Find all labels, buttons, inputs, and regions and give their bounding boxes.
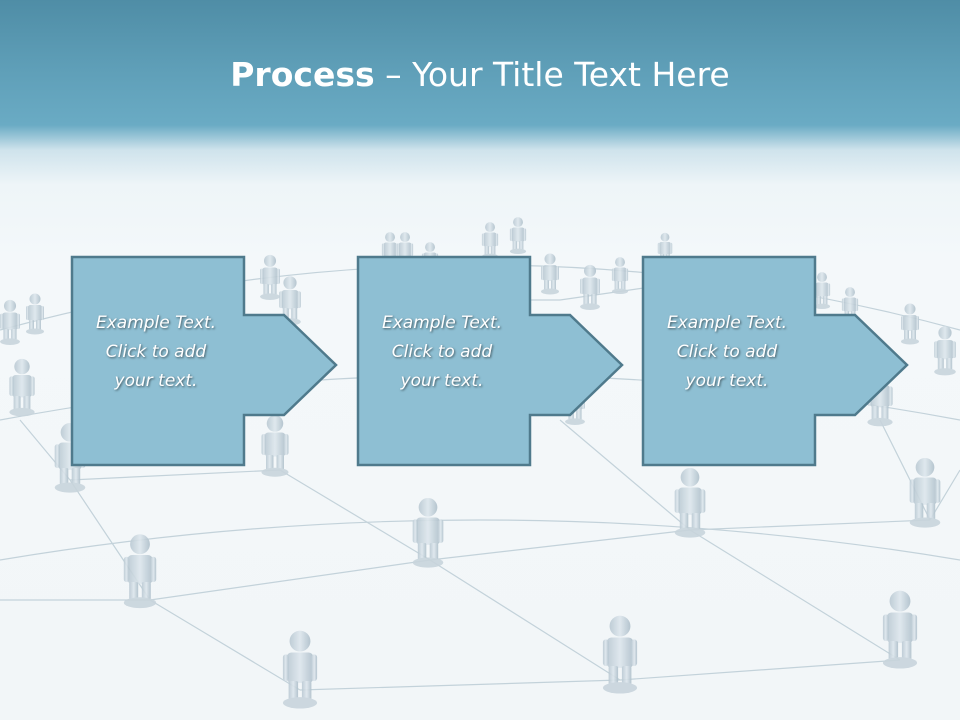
step-1-line-1: Example Text.: [95, 313, 217, 333]
step-3-line-3: your text.: [685, 371, 769, 391]
title-rest-text: – Your Title Text Here: [374, 55, 730, 94]
step-3-line-1: Example Text.: [666, 313, 788, 333]
step-2-line-3: your text.: [400, 371, 484, 391]
process-step-3[interactable]: Example Text. Click to add your text.: [641, 255, 911, 467]
step-1-text[interactable]: Example Text. Click to add your text.: [72, 309, 240, 396]
step-2-line-1: Example Text.: [381, 313, 503, 333]
step-1-line-3: your text.: [114, 371, 198, 391]
arrow-shape-icon: [641, 255, 909, 467]
process-step-2[interactable]: Example Text. Click to add your text.: [356, 255, 626, 467]
step-2-text[interactable]: Example Text. Click to add your text.: [358, 309, 526, 396]
slide-title: Process – Your Title Text Here: [0, 52, 960, 98]
arrow-shape-icon: [356, 255, 624, 467]
step-3-text[interactable]: Example Text. Click to add your text.: [643, 309, 811, 396]
step-3-line-2: Click to add: [676, 342, 778, 362]
step-2-line-2: Click to add: [391, 342, 493, 362]
arrow-shape-icon: [70, 255, 338, 467]
title-bold-text: Process: [230, 55, 375, 94]
process-step-1[interactable]: Example Text. Click to add your text.: [70, 255, 340, 467]
step-1-line-2: Click to add: [105, 342, 207, 362]
